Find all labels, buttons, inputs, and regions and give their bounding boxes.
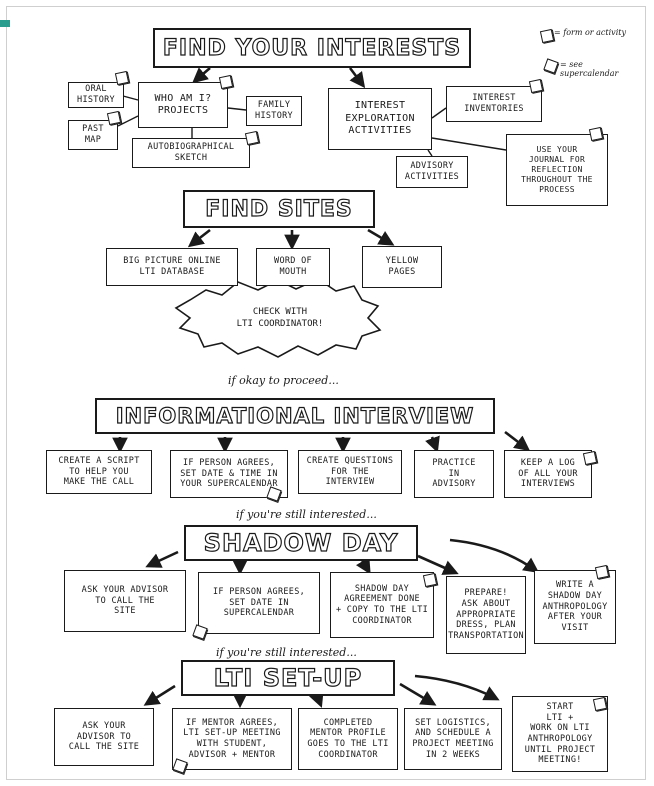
- note-still-interested-1: if you're still interested...: [236, 508, 377, 521]
- form-icon: [106, 110, 122, 126]
- header-find-sites: FIND SITES: [183, 190, 375, 228]
- prepare-box: PREPARE! ASK ABOUT APPROPRIATE DRESS, PL…: [446, 576, 526, 654]
- database-box: BIG PICTURE ONLINE LTI DATABASE: [106, 248, 238, 286]
- questions-box: CREATE QUESTIONS FOR THE INTERVIEW: [298, 450, 402, 494]
- logistics-box: SET LOGISTICS, AND SCHEDULE A PROJECT ME…: [404, 708, 502, 770]
- arrow: [504, 430, 531, 452]
- practice-box: PRACTICE IN ADVISORY: [414, 450, 494, 498]
- connector-line: [431, 137, 507, 151]
- advisory-activities-box: ADVISORY ACTIVITIES: [396, 156, 468, 188]
- form-icon: [218, 74, 234, 90]
- connector-line: [431, 107, 447, 119]
- who-am-i-box: WHO AM I? PROJECTS: [138, 82, 228, 128]
- arrow: [414, 674, 500, 701]
- diagram-frame: [6, 6, 646, 780]
- exploration-box: INTEREST EXPLORATION ACTIVITIES: [328, 88, 432, 150]
- header-find-interests: FIND YOUR INTERESTS: [153, 28, 471, 68]
- arrow: [192, 67, 211, 84]
- advisor-call-box: ASK YOUR ADVISOR TO CALL THE SITE: [64, 570, 186, 632]
- form-icon: [582, 450, 598, 466]
- script-box: CREATE A SCRIPT TO HELP YOU MAKE THE CAL…: [46, 450, 152, 494]
- shadow-writeup-box: WRITE A SHADOW DAY ANTHROPOLOGY AFTER YO…: [534, 570, 616, 644]
- arrow: [399, 682, 437, 706]
- arrow: [367, 228, 395, 246]
- arrow: [143, 684, 176, 706]
- note-still-interested-2: if you're still interested...: [216, 646, 357, 659]
- header-informational-interview: INFORMATIONAL INTERVIEW: [95, 398, 495, 434]
- header-shadow-day: SHADOW DAY: [184, 525, 418, 561]
- autobiographical-box: AUTOBIOGRAPHICAL SKETCH: [132, 138, 250, 168]
- inventories-box: INTEREST INVENTORIES: [446, 86, 542, 122]
- arrow: [187, 228, 211, 248]
- log-box: KEEP A LOG OF ALL YOUR INTERVIEWS: [504, 450, 592, 498]
- arrow: [417, 554, 459, 575]
- arrow: [145, 550, 179, 568]
- shadow-set-date-box: IF PERSON AGREES, SET DATE IN SUPERCALEN…: [198, 572, 320, 634]
- word-of-mouth-box: WORD OF MOUTH: [256, 248, 330, 286]
- connector-line: [427, 149, 433, 157]
- setup-meeting-box: IF MENTOR AGREES, LTI SET-UP MEETING WIT…: [172, 708, 292, 770]
- form-icon: [244, 130, 260, 146]
- mentor-profile-box: COMPLETED MENTOR PROFILE GOES TO THE LTI…: [298, 708, 398, 770]
- form-icon: [422, 572, 438, 588]
- yellow-pages-box: YELLOW PAGES: [362, 246, 442, 288]
- arrow: [425, 435, 440, 453]
- start-lti-box: START LTI + WORK ON LTI ANTHROPOLOGY UNT…: [512, 696, 608, 772]
- note-okay: if okay to proceed...: [228, 374, 339, 387]
- journal-box: USE YOUR JOURNAL FOR REFLECTION THROUGHO…: [506, 134, 608, 206]
- form-icon: [539, 28, 555, 44]
- form-icon: [114, 70, 130, 86]
- form-icon: [592, 696, 608, 712]
- form-icon: [528, 78, 544, 94]
- arrow: [355, 557, 371, 575]
- header-lti-setup: LTI SET-UP: [181, 660, 395, 696]
- family-history-box: FAMILY HISTORY: [246, 96, 302, 126]
- oral-history-box: ORAL HISTORY: [68, 82, 124, 108]
- legend-form: = form or activity: [554, 28, 626, 37]
- connector-line: [117, 115, 139, 127]
- arrow: [449, 538, 540, 574]
- agreement-box: SHADOW DAY AGREEMENT DONE + COPY TO THE …: [330, 572, 434, 638]
- connector-line: [227, 107, 247, 111]
- arrow: [348, 67, 366, 89]
- connector-line: [122, 95, 139, 101]
- form-icon: [594, 564, 610, 580]
- form-icon: [588, 126, 604, 142]
- setup-advisor-call-box: ASK YOUR ADVISOR TO CALL THE SITE: [54, 708, 154, 766]
- accent-mark: [0, 20, 10, 27]
- coordinator-callout: CHECK WITH LTI COORDINATOR!: [236, 307, 324, 330]
- legend-calendar: = see supercalendar: [560, 60, 619, 78]
